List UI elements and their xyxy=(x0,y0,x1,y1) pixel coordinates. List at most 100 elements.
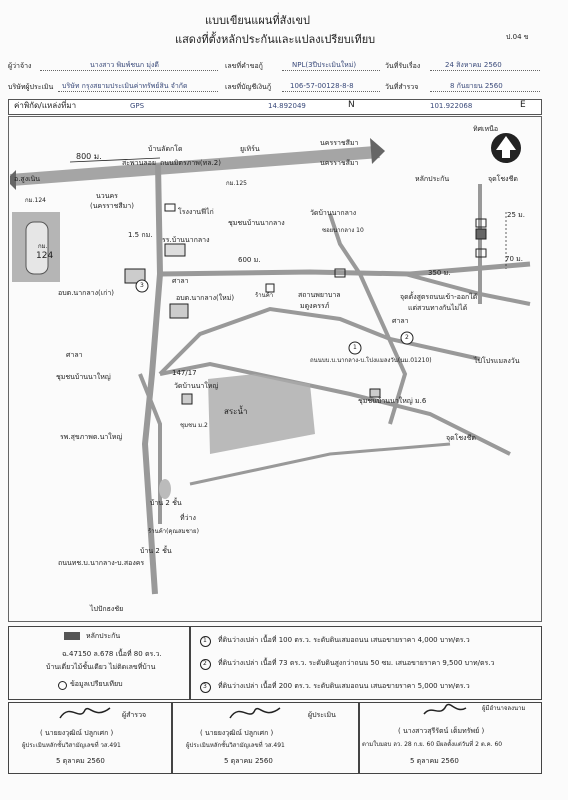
label-road-bottom: ถนนทช.บ.นากลาง-บ.สองคร xyxy=(58,559,145,567)
survey-label: วันที่สำรวจ xyxy=(385,83,419,91)
label-u-turn: ยูเทิร์น xyxy=(240,145,260,153)
client-label: ผู้ว่าจ้าง xyxy=(8,62,32,70)
title-line1: แบบเขียนแผนที่สังเขป xyxy=(205,14,310,27)
label-moo2: ชุมชน ม.2 xyxy=(180,422,208,429)
sig3-license: ตามใบมอบ ลว. 28 ก.ย. 60 มีผลตั้งแต่วันที… xyxy=(362,741,503,748)
compare-circle-3 xyxy=(135,279,149,293)
title-line2: แสดงที่ตั้งหลักประกันและแปลงเปรียบเทียบ xyxy=(175,33,376,46)
label-saphan: สะพานลอย xyxy=(122,159,156,167)
label-health2: มดูงครรภ์ xyxy=(300,302,330,310)
legend-compare-marker xyxy=(58,681,67,690)
road-intersection xyxy=(404,272,531,306)
label-sung-noen: อ.สูงเนิน xyxy=(14,175,41,183)
clinic-icon xyxy=(265,283,275,293)
label-collateral: หลักประกัน xyxy=(415,175,450,183)
highway-arrow-right xyxy=(370,138,385,164)
map-frame xyxy=(8,116,542,622)
sig2-name: ( นายยงวุฒิณ์ ปลูกเศก ) xyxy=(200,729,274,737)
sig2-date: 5 ตุลาคม 2560 xyxy=(224,757,273,765)
map-circle-1-label: 1 xyxy=(353,344,357,351)
compare-circle-1 xyxy=(348,341,362,355)
legend-item2: ที่ดินว่างเปล่า เนื้อที่ 73 ตร.ว. ระดับด… xyxy=(218,659,495,667)
sig2-role: ผู้ประเมิน xyxy=(308,711,336,719)
label-temple1: วัดบ้านนากลาง xyxy=(310,209,357,217)
signature-box-1 xyxy=(8,702,172,774)
company-label: บริษัทผู้ประเมิน xyxy=(8,83,54,91)
tree-icon xyxy=(159,479,171,499)
label-house147: 147/17 xyxy=(172,369,197,377)
account-value: 106-57-00128-8-8 xyxy=(290,82,354,90)
lat-value: 14.892049 xyxy=(268,102,306,110)
label-intersection: จุดตั้งสูตรถนนเข้า-ออกได้ xyxy=(400,293,478,301)
label-dist-600: 600 ม. xyxy=(238,256,261,264)
sig3-date: 5 ตุลาคม 2560 xyxy=(410,757,459,765)
label-intersection2: แต่สวนทางกันไม่ได้ xyxy=(408,304,468,312)
company-value: บริษัท กรุงสยามประเมินค่าทรัพย์สิน จำกัด xyxy=(62,82,188,90)
label-dist-350: 350 ม. xyxy=(428,269,451,277)
label-ban-lak: บ้านลัดกโด xyxy=(148,145,183,153)
sig1-license: ผู้ประเมินหลักชั้นวิสามัญเลขที่ วส.491 xyxy=(22,742,121,749)
obt-old-icon xyxy=(124,268,146,284)
label-nuanong2: (นครราชสีมา) xyxy=(90,202,134,210)
received-underline xyxy=(430,70,540,71)
coord-label: ค่าพิกัด/แหล่งที่มา xyxy=(14,101,77,110)
km-marker-stone xyxy=(25,221,49,275)
coord-bar xyxy=(8,99,542,115)
health-icon xyxy=(334,268,346,278)
coord-source: GPS xyxy=(130,102,145,110)
label-marker-num: 124 xyxy=(36,251,54,261)
legend-right-box xyxy=(190,626,542,700)
community3-icon xyxy=(369,388,381,398)
signature-1-mark xyxy=(59,707,111,719)
compare-circle-2 xyxy=(400,331,414,345)
legend-circle-2 xyxy=(200,659,211,670)
lon-dir: E xyxy=(520,100,526,110)
plot-top xyxy=(475,218,487,228)
label-clinic: ร้านค้า xyxy=(255,292,274,299)
label-obt-new: อบต.นากลาง(ใหม่) xyxy=(176,294,235,302)
legend-circle-1 xyxy=(200,636,211,647)
road-lower xyxy=(159,361,511,456)
map-circle-3-label: 3 xyxy=(140,282,144,289)
survey-value: 8 กันยายน 2560 xyxy=(450,82,503,90)
legend-left-box xyxy=(8,626,190,700)
legend-item3: ที่ดินว่างเปล่า เนื้อที่ 200 ตร.ว. ระดับ… xyxy=(218,682,470,690)
sig3-role: ผู้มีอำนาจลงนาม xyxy=(482,705,526,712)
sig1-date: 5 ตุลาคม 2560 xyxy=(56,757,105,765)
label-km125: กม.125 xyxy=(226,180,247,187)
label-road-mittraphap: ถนนมิตรภาพ(ทล.2) xyxy=(160,159,221,167)
label-to-bo-pla: ไปโปรแมลงวัน xyxy=(474,357,520,365)
school-icon xyxy=(164,243,186,257)
label-obt-old: อบต.นากลาง(เก่า) xyxy=(58,289,115,297)
road-choeng-chit xyxy=(189,442,451,486)
legend-item2-num: 2 xyxy=(203,660,207,667)
signature-3-mark xyxy=(423,703,467,715)
temple2-icon xyxy=(181,393,193,405)
label-community1: ชุมชนบ้านนากลาง xyxy=(228,219,285,227)
label-sala3: ศาลา xyxy=(66,351,83,359)
plot-collateral xyxy=(475,228,487,240)
label-community3: ชุมชนบ้านนาใหญ่ ม.6 xyxy=(358,397,427,405)
label-house2b: บ้าน 2 ชั้น xyxy=(140,547,172,555)
highway-road xyxy=(10,146,380,186)
label-shop: ร้านค้า(คุณสมชาย) xyxy=(148,528,199,535)
received-value: 24 สิงหาคม 2560 xyxy=(445,61,502,69)
label-choeng-chit2: จุดโชงชีด xyxy=(446,434,476,442)
factory-icon xyxy=(164,203,176,212)
form-code: ป.04 ข xyxy=(506,33,529,41)
label-nakhon2: นครราชสีมา xyxy=(320,159,359,167)
dist-800-line xyxy=(69,157,161,163)
highway-arrow-left xyxy=(10,170,16,190)
sig2-license: ผู้ประเมินหลักชั้นวิสามัญเลขที่ วส.491 xyxy=(186,742,285,749)
legend-deed: ฉ.47150 ล.678 เนื้อที่ 80 ตร.ว. xyxy=(62,650,162,658)
label-nuanong: นวนคร xyxy=(96,192,118,200)
label-km124: กม.124 xyxy=(25,197,46,204)
label-school: รร.บ้านนากลาง xyxy=(162,236,210,244)
label-soi: ซอยนากลาง 10 xyxy=(322,227,364,234)
obt-new-icon xyxy=(169,303,189,319)
legend-collateral-swatch xyxy=(64,632,80,640)
label-road-mid: ถนนบบ.บ.นากลาง-บ.โปงแมลงวัน(นม.01210) xyxy=(310,357,432,364)
survey-underline xyxy=(430,91,540,92)
road-soi xyxy=(328,213,408,425)
